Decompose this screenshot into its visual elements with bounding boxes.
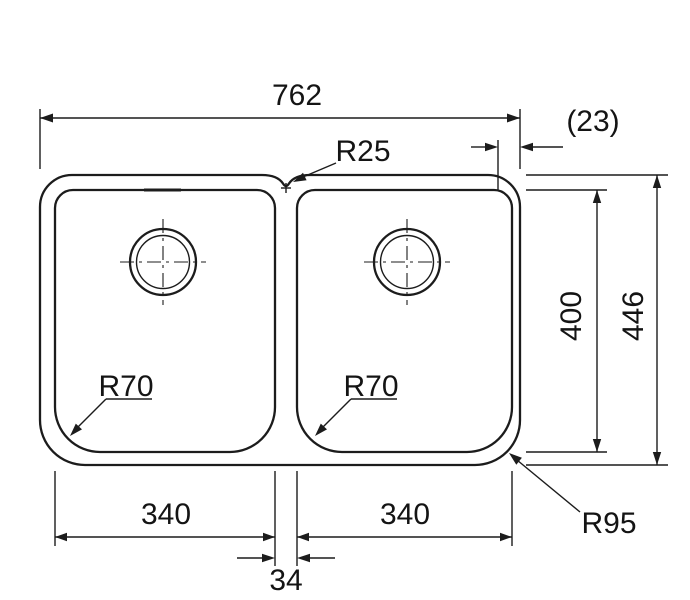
dim-overall-height: 446 <box>526 174 668 466</box>
leader-line <box>302 162 337 178</box>
arrowhead-left <box>55 532 67 542</box>
arrowhead <box>70 423 82 436</box>
dim-left-bowl-radius: R70 <box>70 370 154 436</box>
arrowhead-left <box>297 532 309 542</box>
right-drain <box>364 219 450 305</box>
leader-line <box>321 398 352 429</box>
dim-outer-corner-radius-label: R95 <box>581 507 636 540</box>
arrowhead <box>509 453 522 465</box>
arrowhead-right <box>520 142 533 152</box>
sink-body <box>38 173 522 467</box>
dim-divider-radius: R25 <box>281 135 391 193</box>
dim-right-bowl-radius: R70 <box>315 370 399 436</box>
dim-right-bowl-width: 340 <box>296 471 513 566</box>
dim-bowl-height-label: 400 <box>555 291 588 341</box>
dim-left-bowl-radius-label: R70 <box>98 370 153 403</box>
arrowhead-right <box>507 113 520 123</box>
right-drain-inner-circle <box>379 234 435 290</box>
dim-left-bowl-width: 340 <box>54 471 276 566</box>
sink-outer-outline <box>38 173 522 467</box>
dim-rim-offset-label: (23) <box>566 105 619 138</box>
arrowhead-left <box>40 113 53 123</box>
dim-outer-corner-radius: R95 <box>509 453 637 540</box>
dim-overall-width: 762 <box>39 79 521 169</box>
arrowhead-left <box>262 553 275 563</box>
dim-bowl-height: 400 <box>526 189 607 453</box>
dim-right-bowl-width-label: 340 <box>380 498 430 531</box>
leader-line <box>516 459 581 513</box>
arrowhead <box>293 172 307 182</box>
arrowhead-right <box>500 532 512 542</box>
arrowhead-bottom <box>652 452 662 465</box>
arrowhead-top <box>652 175 662 188</box>
right-bowl-outline <box>295 188 514 454</box>
left-drain <box>120 219 206 305</box>
dim-divider-width: 34 <box>237 553 335 597</box>
dim-divider-width-label: 34 <box>269 564 302 597</box>
dim-overall-width-label: 762 <box>272 79 322 112</box>
arrowhead-top <box>592 190 602 203</box>
dim-rim-offset: (23) <box>471 105 620 190</box>
arrowhead <box>315 423 327 436</box>
dim-right-bowl-radius-label: R70 <box>343 370 398 403</box>
dim-left-bowl-width-label: 340 <box>141 498 191 531</box>
left-drain-inner-circle <box>135 234 191 290</box>
arrowhead-left <box>485 142 498 152</box>
leader-line <box>76 398 107 429</box>
arrowhead-right <box>263 532 275 542</box>
arrowhead-right <box>297 553 310 563</box>
dim-divider-radius-label: R25 <box>335 135 390 168</box>
arrowhead-bottom <box>592 439 602 452</box>
dim-overall-height-label: 446 <box>617 291 650 341</box>
left-bowl-outline <box>53 188 277 454</box>
